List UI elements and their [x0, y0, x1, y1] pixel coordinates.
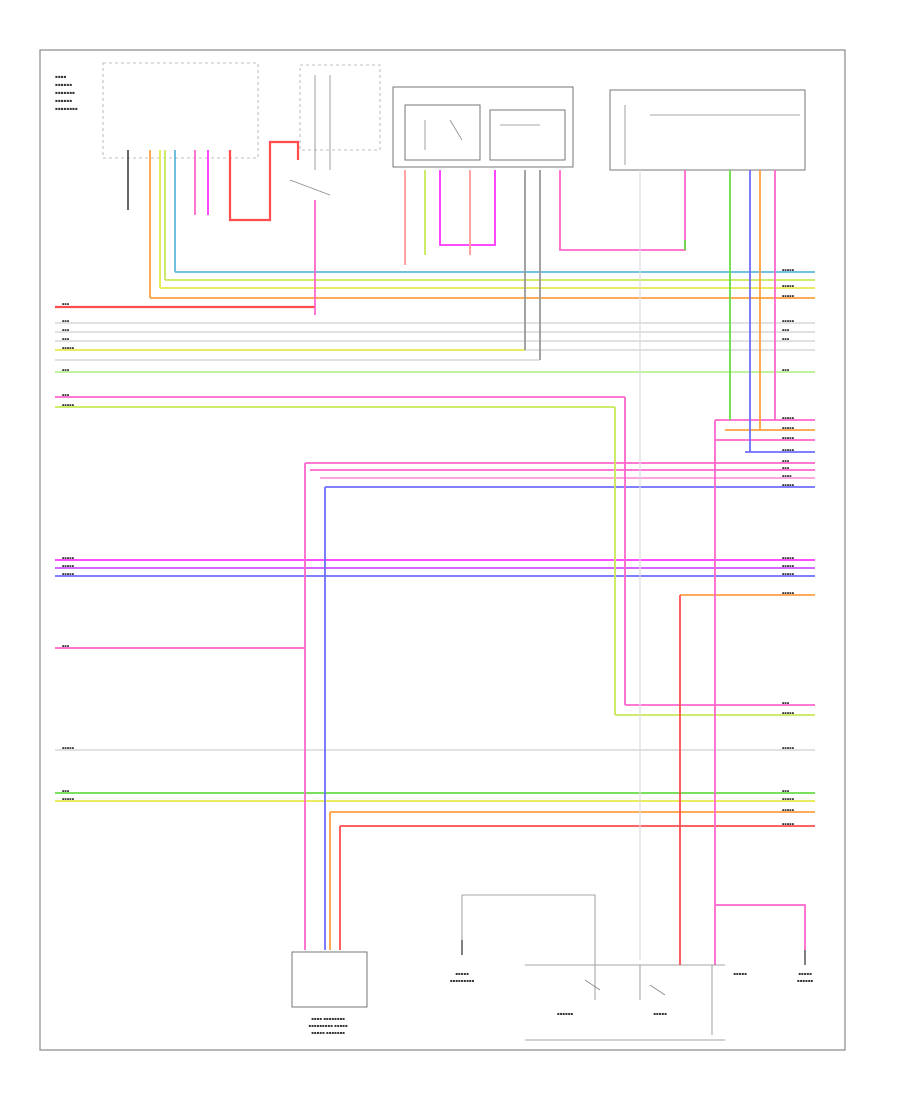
horizontal-wire-bus	[55, 271, 815, 827]
component-center-module	[392, 86, 574, 168]
svg-text:▪▪▪: ▪▪▪	[62, 302, 70, 306]
svg-text:▪▪▪▪▪▪: ▪▪▪▪▪▪	[55, 98, 72, 103]
svg-text:▪▪▪▪▪: ▪▪▪▪▪	[782, 564, 795, 568]
svg-text:▪▪▪▪▪: ▪▪▪▪▪	[782, 436, 795, 440]
component-right-module	[609, 89, 806, 171]
svg-text:▪▪▪▪▪: ▪▪▪▪▪	[62, 564, 75, 568]
svg-text:▪▪▪▪▪: ▪▪▪▪▪	[782, 711, 795, 715]
component-ground-left: ▪▪▪▪▪ ▪▪▪▪▪▪▪▪▪	[450, 894, 596, 983]
wire-tags: ▪▪▪ ▪▪▪ ▪▪▪ ▪▪▪ ▪▪▪▪▪ ▪▪▪ ▪▪▪ ▪▪▪▪▪ ▪▪▪▪…	[62, 268, 795, 826]
svg-text:▪▪▪▪▪▪: ▪▪▪▪▪▪	[55, 82, 72, 87]
svg-text:▪▪▪: ▪▪▪	[62, 328, 70, 332]
svg-text:▪▪▪▪: ▪▪▪▪	[782, 474, 792, 478]
svg-text:▪▪▪▪▪: ▪▪▪▪▪	[62, 797, 75, 801]
svg-text:▪▪▪: ▪▪▪	[782, 701, 790, 705]
svg-text:▪▪▪▪▪: ▪▪▪▪▪	[782, 483, 795, 487]
svg-text:▪▪▪▪▪: ▪▪▪▪▪	[782, 284, 795, 288]
svg-text:▪▪▪▪▪▪: ▪▪▪▪▪▪	[797, 978, 814, 983]
svg-text:▪▪▪▪▪: ▪▪▪▪▪	[62, 556, 75, 560]
svg-text:▪▪▪▪ ▪▪▪▪▪▪▪▪: ▪▪▪▪ ▪▪▪▪▪▪▪▪	[311, 1016, 345, 1021]
svg-text:▪▪▪▪▪: ▪▪▪▪▪	[62, 746, 75, 750]
svg-text:▪▪▪▪▪: ▪▪▪▪▪	[782, 746, 795, 750]
svg-text:▪▪▪▪▪▪▪: ▪▪▪▪▪▪▪	[55, 90, 75, 95]
component-fuse-box	[289, 64, 381, 196]
diagram-frame	[39, 49, 846, 1051]
component-bottom-switch-block: ▪▪▪▪▪▪ ▪▪▪▪▪ ▪▪▪▪▪	[525, 964, 747, 1041]
svg-text:▪▪▪▪▪: ▪▪▪▪▪	[782, 268, 795, 272]
svg-text:▪▪▪▪▪: ▪▪▪▪▪	[782, 572, 795, 576]
svg-text:▪▪▪▪▪▪: ▪▪▪▪▪▪	[557, 1011, 574, 1016]
svg-text:▪▪▪: ▪▪▪	[62, 644, 70, 648]
svg-text:▪▪▪▪▪: ▪▪▪▪▪	[782, 556, 795, 560]
svg-text:▪▪▪▪▪: ▪▪▪▪▪	[782, 797, 795, 801]
svg-text:▪▪▪▪▪▪▪▪: ▪▪▪▪▪▪▪▪	[55, 106, 78, 111]
svg-text:▪▪▪▪▪: ▪▪▪▪▪	[782, 448, 795, 452]
svg-text:▪▪▪: ▪▪▪	[62, 337, 70, 341]
svg-text:▪▪▪: ▪▪▪	[782, 789, 790, 793]
svg-text:▪▪▪▪▪: ▪▪▪▪▪	[782, 591, 795, 595]
svg-text:▪▪▪: ▪▪▪	[782, 466, 790, 470]
vertical-wires	[127, 140, 806, 965]
svg-text:▪▪▪▪▪: ▪▪▪▪▪	[62, 403, 75, 407]
svg-text:▪▪▪▪▪: ▪▪▪▪▪	[782, 808, 795, 812]
svg-text:▪▪▪▪▪: ▪▪▪▪▪	[782, 416, 795, 420]
component-bottom-module: ▪▪▪▪ ▪▪▪▪▪▪▪▪ ▪▪▪▪▪▪▪▪▪ ▪▪▪▪▪ ▪▪▪▪▪ ▪▪▪▪…	[291, 951, 368, 1035]
svg-text:▪▪▪▪▪: ▪▪▪▪▪	[782, 319, 795, 323]
svg-text:▪▪▪▪▪: ▪▪▪▪▪	[782, 294, 795, 298]
svg-text:▪▪▪: ▪▪▪	[62, 368, 70, 372]
svg-text:▪▪▪: ▪▪▪	[62, 319, 70, 323]
svg-text:▪▪▪: ▪▪▪	[782, 337, 790, 341]
svg-text:▪▪▪▪▪: ▪▪▪▪▪	[62, 346, 75, 350]
svg-text:▪▪▪▪▪ ▪▪▪▪▪▪▪: ▪▪▪▪▪ ▪▪▪▪▪▪▪	[311, 1030, 345, 1035]
svg-text:▪▪▪▪▪: ▪▪▪▪▪	[62, 572, 75, 576]
svg-text:▪▪▪: ▪▪▪	[782, 368, 790, 372]
svg-text:▪▪▪▪▪: ▪▪▪▪▪	[653, 1011, 667, 1016]
svg-text:▪▪▪: ▪▪▪	[62, 393, 70, 397]
component-right-ground: ▪▪▪▪▪ ▪▪▪▪▪▪	[797, 950, 814, 983]
svg-text:▪▪▪▪▪▪▪▪▪: ▪▪▪▪▪▪▪▪▪	[450, 978, 475, 983]
svg-text:▪▪▪▪▪: ▪▪▪▪▪	[733, 971, 747, 976]
svg-text:▪▪▪▪▪: ▪▪▪▪▪	[798, 971, 812, 976]
svg-text:▪▪▪▪▪▪▪▪▪ ▪▪▪▪▪: ▪▪▪▪▪▪▪▪▪ ▪▪▪▪▪	[308, 1023, 348, 1028]
svg-text:▪▪▪: ▪▪▪	[782, 328, 790, 332]
svg-text:▪▪▪: ▪▪▪	[782, 459, 790, 463]
svg-text:▪▪▪▪▪: ▪▪▪▪▪	[782, 426, 795, 430]
svg-text:▪▪▪▪: ▪▪▪▪	[55, 74, 67, 79]
svg-text:▪▪▪: ▪▪▪	[62, 789, 70, 793]
svg-text:▪▪▪▪▪: ▪▪▪▪▪	[455, 971, 469, 976]
component-top-left-connector: ▪▪▪▪ ▪▪▪▪▪▪ ▪▪▪▪▪▪▪ ▪▪▪▪▪▪ ▪▪▪▪▪▪▪▪	[55, 62, 259, 159]
svg-text:▪▪▪▪▪: ▪▪▪▪▪	[782, 822, 795, 826]
